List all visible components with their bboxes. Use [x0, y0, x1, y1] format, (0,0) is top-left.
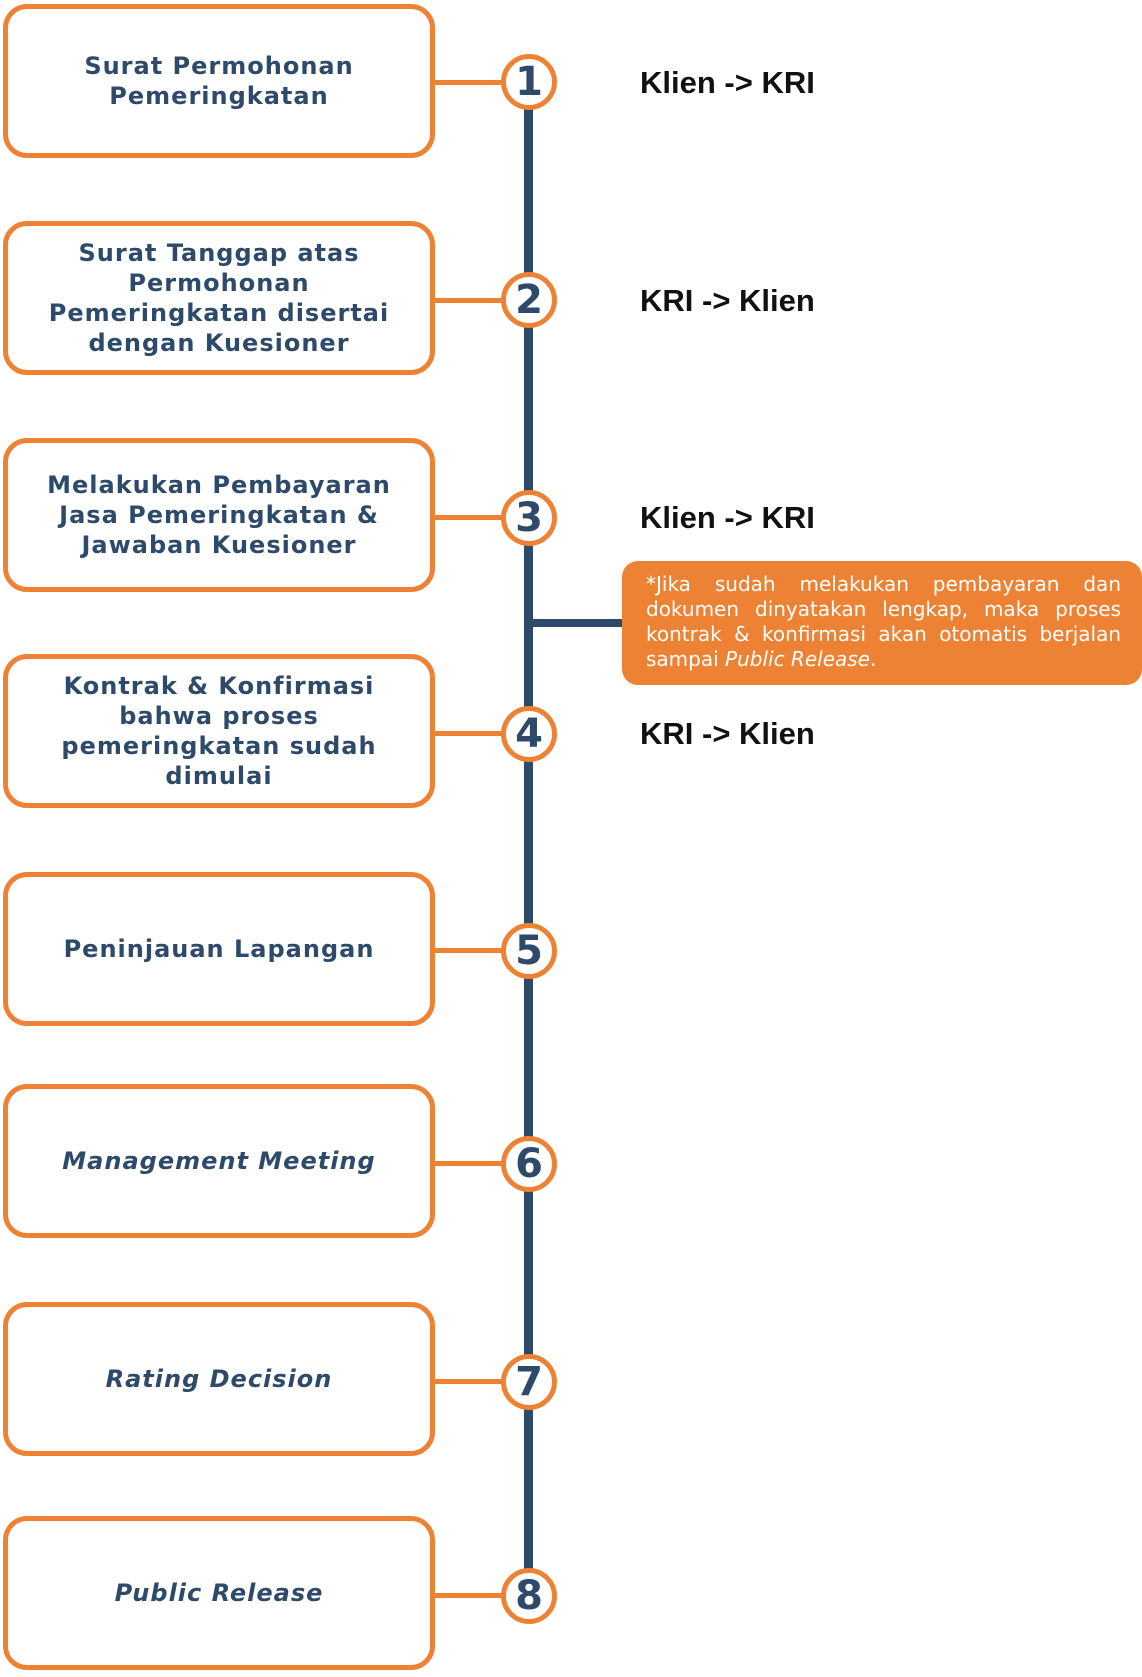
step-7-label: Rating Decision [105, 1365, 333, 1393]
step-1-direction: Klien -> KRI [640, 65, 815, 100]
step-4-connector [433, 731, 503, 736]
step-3-label: Melakukan Pembayaran Jasa Pemeringkatan … [47, 471, 391, 559]
step-8-box: Public Release [3, 1516, 435, 1670]
step-1-box: Surat Permohonan Pemeringkatan [3, 4, 435, 158]
step-5-box: Peninjauan Lapangan [3, 872, 435, 1026]
step-6-label: Management Meeting [62, 1147, 376, 1175]
step-6-box: Management Meeting [3, 1084, 435, 1238]
step-6-number: 6 [501, 1136, 557, 1192]
step-8-number: 8 [501, 1568, 557, 1624]
note-box: *Jika sudah melakukan pembayaran dan dok… [622, 561, 1142, 685]
note-text: *Jika sudah melakukan pembayaran dan dok… [646, 572, 1121, 671]
step-7-box: Rating Decision [3, 1302, 435, 1456]
step-1-connector [433, 80, 503, 85]
step-7-connector [433, 1379, 503, 1384]
step-4-number: 4 [501, 706, 557, 762]
step-1-label: Surat Permohonan Pemeringkatan [84, 52, 354, 110]
step-4-label: Kontrak & Konfirmasi bahwa proses pemeri… [61, 672, 377, 790]
step-2-direction: KRI -> Klien [640, 283, 815, 318]
note-connector-line [524, 619, 624, 627]
step-5-number: 5 [501, 923, 557, 979]
timeline-line [524, 80, 533, 1598]
step-4-box: Kontrak & Konfirmasi bahwa proses pemeri… [3, 654, 435, 808]
step-1-number: 1 [501, 54, 557, 110]
step-2-connector [433, 298, 503, 303]
note-suffix: . [869, 647, 877, 671]
step-3-box: Melakukan Pembayaran Jasa Pemeringkatan … [3, 438, 435, 592]
step-3-connector [433, 515, 503, 520]
step-5-label: Peninjauan Lapangan [63, 935, 375, 963]
step-8-connector [433, 1593, 503, 1598]
step-7-number: 7 [501, 1354, 557, 1410]
step-8-label: Public Release [114, 1579, 324, 1607]
note-emphasis: Public Release [725, 647, 870, 671]
step-2-number: 2 [501, 272, 557, 328]
step-3-direction: Klien -> KRI [640, 500, 815, 535]
step-5-connector [433, 948, 503, 953]
step-2-label: Surat Tanggap atas Permohonan Pemeringka… [48, 239, 390, 357]
step-2-box: Surat Tanggap atas Permohonan Pemeringka… [3, 221, 435, 375]
step-6-connector [433, 1161, 503, 1166]
step-3-number: 3 [501, 490, 557, 546]
step-4-direction: KRI -> Klien [640, 716, 815, 751]
